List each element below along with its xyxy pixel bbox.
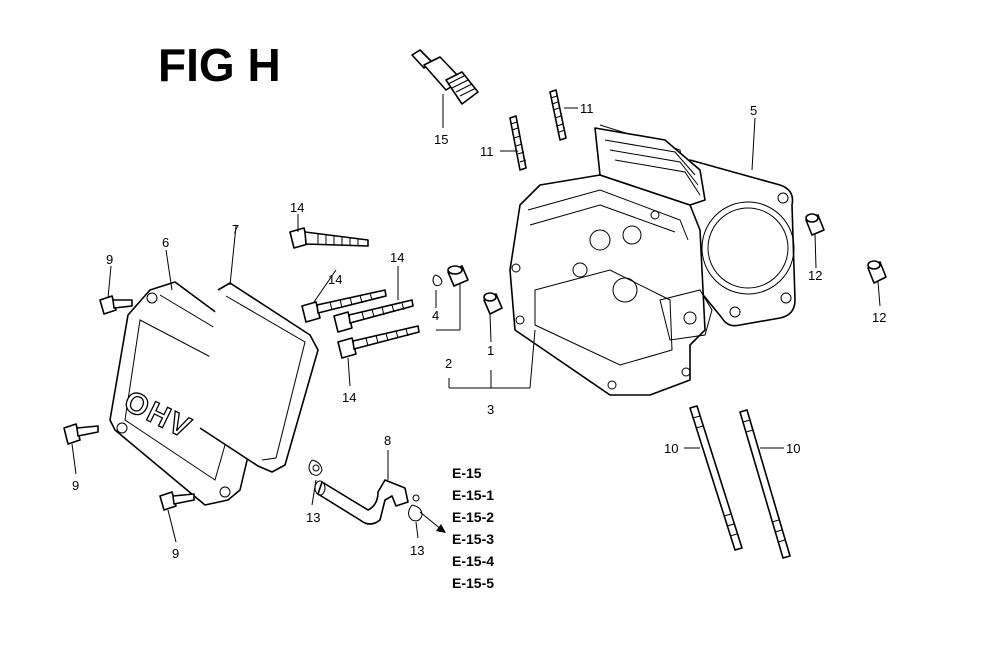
callout-15: 15: [434, 132, 448, 147]
figure-title: FIG H: [158, 39, 281, 91]
cylinder-head: [509, 124, 713, 396]
long-stud-right: [739, 409, 791, 559]
head-cover-gasket: [199, 282, 319, 473]
stud-bolt-upper: [549, 89, 567, 141]
tube-clip-left: [308, 459, 323, 476]
callout-14-mid-right: 14: [390, 250, 404, 265]
callout-11-lower: 11: [480, 144, 494, 159]
head-bolt-2: [301, 289, 387, 323]
callout-10-right: 10: [786, 441, 800, 456]
long-stud-left: [689, 405, 743, 551]
head-bolt-3: [333, 299, 414, 333]
callout-14-bottom: 14: [342, 390, 356, 405]
callout-4: 4: [432, 308, 439, 323]
callout-9-left: 9: [72, 478, 79, 493]
valve-seal: [432, 265, 469, 287]
tube-clip-right: [408, 494, 423, 522]
valve-guide-part: [483, 292, 503, 315]
reference-list: E-15 E-15-1 E-15-2 E-15-3 E-15-4 E-15-5: [452, 465, 494, 591]
callout-9-bottom: 9: [172, 546, 179, 561]
reference-e-15-2: E-15-2: [452, 509, 494, 525]
reference-e-15-5: E-15-5: [452, 575, 494, 591]
callout-13-left: 13: [306, 510, 320, 525]
callout-11-upper: 11: [580, 101, 594, 116]
cover-bolt-top: [99, 295, 133, 315]
callout-12-right: 12: [808, 268, 822, 283]
callout-10-left: 10: [664, 441, 678, 456]
leader-lines: [71, 94, 881, 543]
callout-labels: 1 2 3 4 5 6 7 8 9 9 9 10 10 11 11 12 12 …: [72, 101, 886, 561]
head-bolt-top: [289, 227, 369, 249]
head-bolt-4: [337, 325, 420, 359]
breather-tube: [314, 479, 409, 525]
stud-bolt-lower: [509, 115, 527, 171]
callout-2: 2: [445, 356, 452, 371]
reference-e-15-3: E-15-3: [452, 531, 494, 547]
reference-e-15-1: E-15-1: [452, 487, 494, 503]
callout-12-far-right: 12: [872, 310, 886, 325]
callout-8: 8: [384, 433, 391, 448]
callout-14-top: 14: [290, 200, 304, 215]
callout-5: 5: [750, 103, 757, 118]
reference-e-15-4: E-15-4: [452, 553, 494, 569]
callout-1: 1: [487, 343, 494, 358]
reference-e-15: E-15: [452, 465, 482, 481]
dowel-pin-right: [805, 213, 825, 236]
callout-9-top: 9: [106, 252, 113, 267]
callout-13-right: 13: [410, 543, 424, 558]
callout-3: 3: [487, 402, 494, 417]
callout-14-mid-left: 14: [328, 272, 342, 287]
callout-6: 6: [162, 235, 169, 250]
dowel-pin-far-right: [867, 260, 887, 284]
cover-bolt-left: [63, 423, 99, 445]
callout-7: 7: [232, 222, 239, 237]
spark-plug: [411, 49, 479, 105]
cover-bolt-bottom: [159, 491, 195, 511]
